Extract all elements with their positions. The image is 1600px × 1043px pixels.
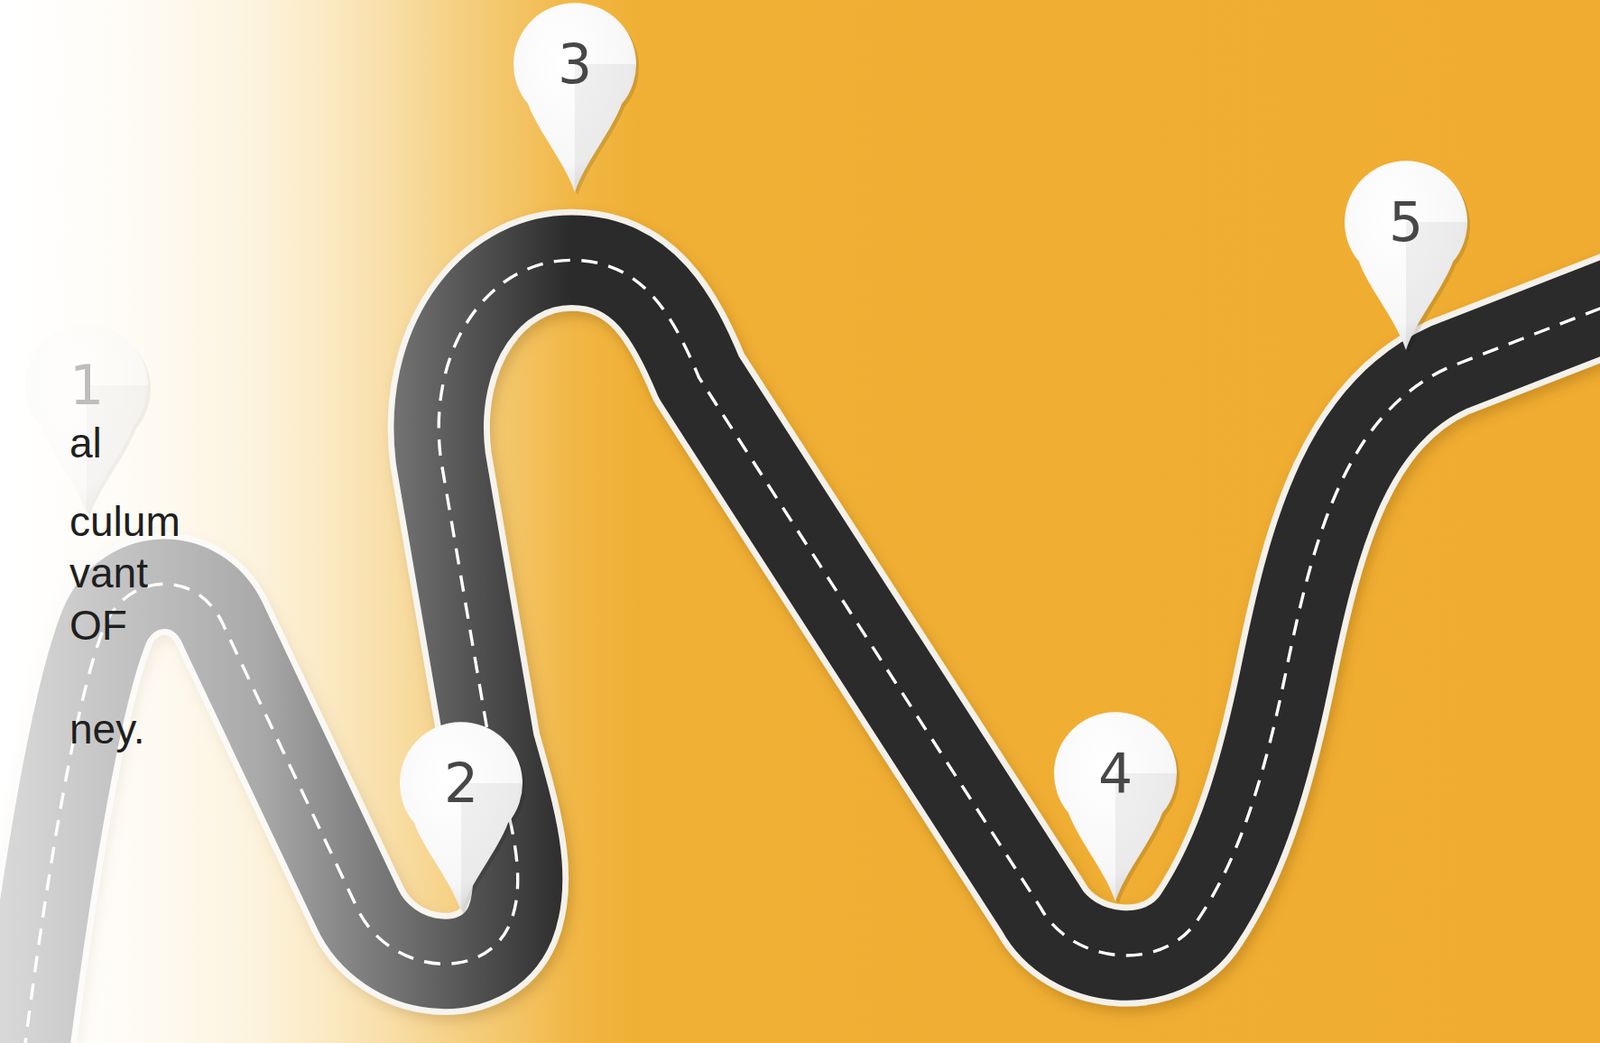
text-fragment: al: [69, 418, 102, 468]
text-fragment: culum: [69, 497, 181, 546]
pin-shape: [510, 0, 639, 195]
text-fragment: vant: [69, 548, 148, 598]
callout-number: 4: [1051, 709, 1180, 838]
callout-number: 3: [510, 0, 639, 129]
map-pin: 5: [1341, 157, 1471, 352]
map-pin: 3: [510, 0, 639, 195]
text-fragment: ney.: [69, 704, 146, 754]
pin-shape: [1051, 709, 1180, 904]
text-fragment: OF: [69, 601, 128, 650]
callout-number: 2: [397, 719, 526, 848]
pin-shape: [397, 719, 526, 914]
pin-shape: [1341, 157, 1471, 352]
fade-overlay: [0, 0, 572, 1043]
map-pin: 2: [397, 719, 526, 914]
map-pin: 4: [1051, 709, 1180, 904]
map-pin: 1: [22, 321, 151, 516]
pin-shape: [22, 321, 151, 516]
callout-number: 5: [1341, 157, 1471, 287]
